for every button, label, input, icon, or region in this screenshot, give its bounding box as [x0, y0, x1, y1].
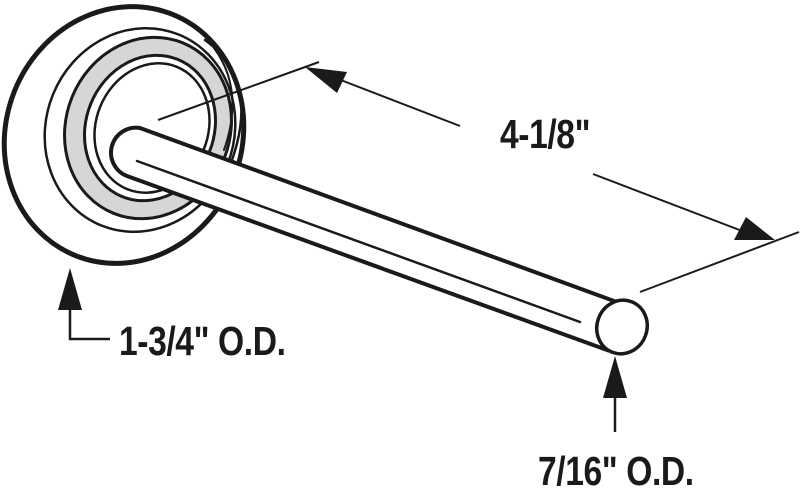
- dimension-arrow-left-shaft: [319, 71, 461, 127]
- dimension-arrow-right-shaft: [592, 173, 751, 235]
- shaft-length-label: 4-1/8": [500, 111, 591, 157]
- wheel-edge-arc-2: [213, 47, 234, 151]
- wheel-diameter-callout: [58, 268, 110, 341]
- shaft-highlight-line: [135, 159, 582, 324]
- shaft-diameter-label: 7/16" O.D.: [538, 448, 694, 494]
- length-dimension: [157, 61, 800, 293]
- roller-shaft: [109, 125, 649, 356]
- wheel-arrowhead-icon: [58, 268, 82, 310]
- shaft-end-cap: [595, 298, 649, 356]
- arrowhead-right-icon: [734, 217, 775, 240]
- hub-ring: [93, 62, 211, 194]
- shaft-diameter-callout: [603, 356, 627, 432]
- extension-line-start: [157, 61, 320, 121]
- shaft-body: [109, 125, 628, 353]
- wheel-diameter-label: 1-3/4" O.D.: [119, 318, 286, 364]
- extension-line-end: [639, 231, 800, 293]
- arrowhead-left-icon: [305, 67, 347, 93]
- shaft-arrowhead-icon: [603, 356, 627, 398]
